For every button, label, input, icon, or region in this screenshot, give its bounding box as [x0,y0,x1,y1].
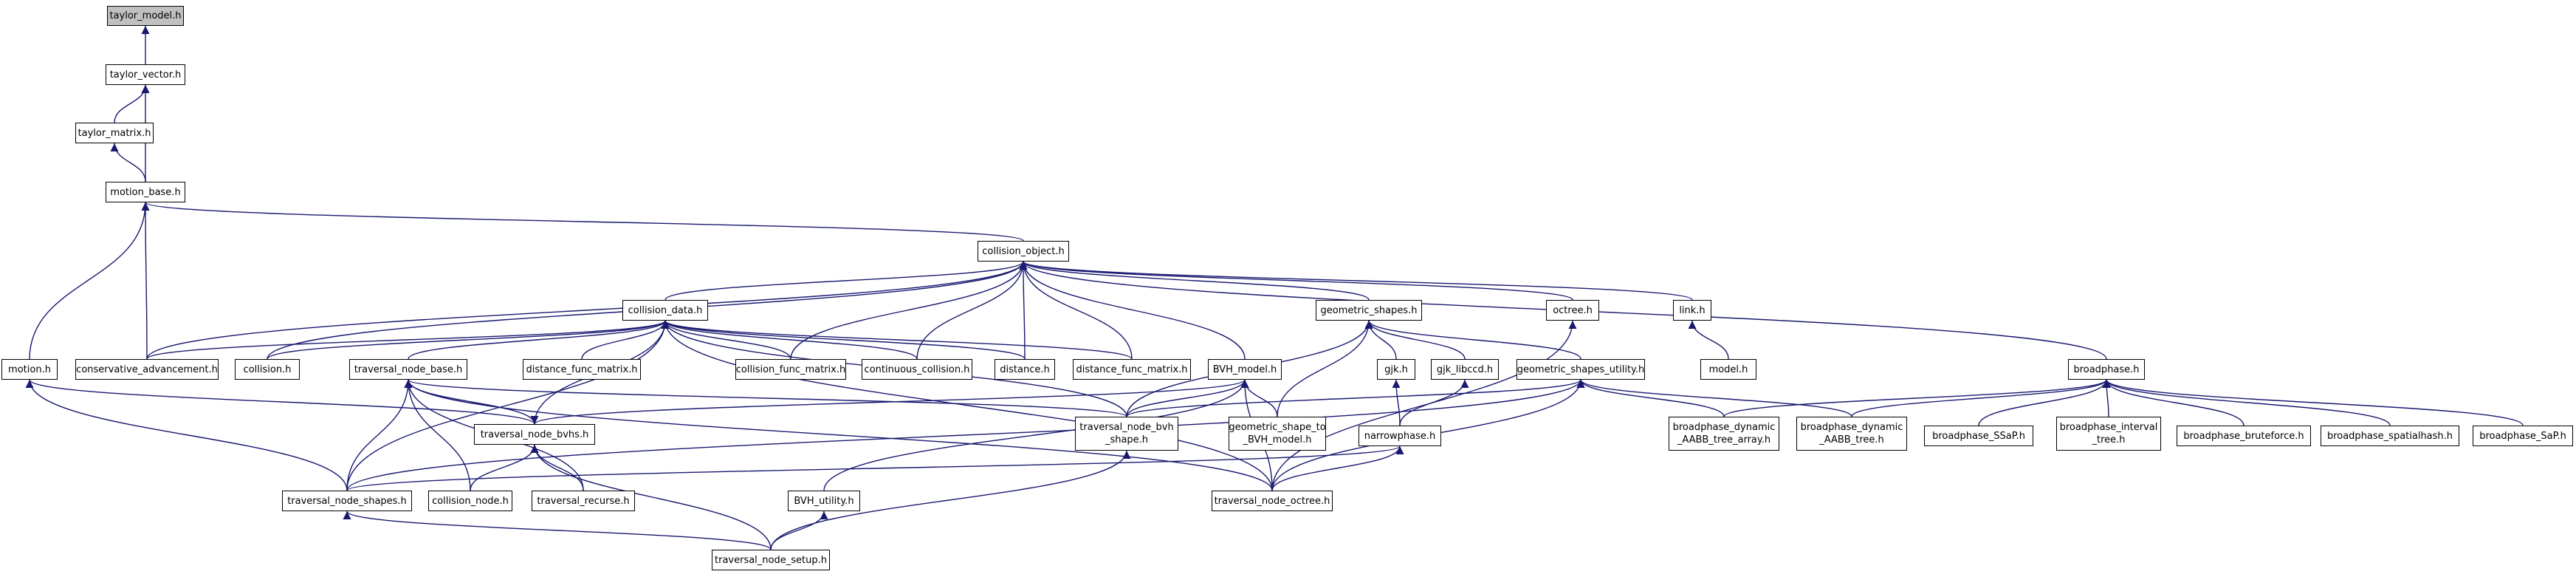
edge-traversal-node-bvh-shape-to-geometric-shapes-utility [1126,379,1585,417]
edge-traversal-node-octree-to-narrowphase [1271,445,1404,491]
edge-motion-base-to-taylor-matrix [110,143,146,182]
edge-collision-data-to-collision-object [664,261,1028,301]
node-geometric-shapes[interactable]: geometric_shapes.h [1316,300,1422,321]
node-traversal-node-bvh-shape[interactable]: traversal_node_bvh_shape.h [1075,417,1178,451]
edge-conservative-advancement-to-motion-base [141,202,150,360]
node-gjk-libccd[interactable]: gjk_libccd.h [1431,359,1499,380]
node-collision-node[interactable]: collision_node.h [428,491,512,511]
edge-geometric-shapes-to-collision-object [1019,261,1370,301]
edge-octree-to-collision-object [1019,261,1573,301]
edge-traversal-node-shapes-to-traversal-node-base [346,379,413,491]
edge-conservative-advancement-to-collision-object [146,261,1028,360]
edge-traversal-node-shapes-to-collision-data [346,320,670,491]
edge-traversal-node-setup-to-bvh-utility [770,511,828,550]
node-motion-base[interactable]: motion_base.h [106,182,185,202]
node-collision-data[interactable]: collision_data.h [622,300,708,321]
node-traversal-node-octree[interactable]: traversal_node_octree.h [1212,491,1333,511]
node-octree[interactable]: octree.h [1546,300,1599,321]
edge-model-to-link [1688,320,1729,360]
edge-conservative-advancement-to-collision-data [146,320,670,360]
edge-traversal-node-octree-to-traversal-node-base [404,379,1273,491]
node-traversal-node-shapes[interactable]: traversal_node_shapes.h [282,491,412,511]
edge-broadphase-dynamic-aabb-tree-array-to-broadphase [1723,379,2111,417]
edge-traversal-node-bvh-shape-to-traversal-node-base [404,379,1127,417]
node-broadphase-ssap[interactable]: broadphase_SSaP.h [1924,426,2033,446]
edge-broadphase-interval-tree-to-broadphase [2102,379,2111,417]
node-continuous-collision[interactable]: continuous_collision.h [862,359,972,380]
node-traversal-node-setup[interactable]: traversal_node_setup.h [712,550,830,570]
edge-traversal-node-shapes-to-motion [25,379,348,491]
edge-geometric-shapes-utility-to-geometric-shapes [1364,320,1581,360]
node-broadphase-interval-tree[interactable]: broadphase_interval_tree.h [2056,417,2161,451]
edge-collision-object-to-motion-base [142,202,1024,242]
edge-traversal-node-bvhs-to-bvh-model [534,379,1249,425]
edge-traversal-node-octree-to-octree [1271,320,1577,491]
edge-collision-func-matrix-to-collision-object [790,261,1028,360]
edge-continuous-collision-to-collision-data [661,320,918,360]
edge-traversal-node-setup-to-traversal-node-bvh-shape [770,450,1131,550]
edge-collision-node-to-traversal-node-base [404,379,471,491]
edge-continuous-collision-to-collision-object [916,261,1028,360]
edge-traversal-node-setup-to-traversal-node-bvhs [530,444,772,550]
node-distance-func-matrix-left[interactable]: distance_func_matrix.h [523,359,641,380]
node-taylor-model[interactable]: taylor_model.h [107,6,184,26]
node-distance-func-matrix-right[interactable]: distance_func_matrix.h [1073,359,1191,380]
node-model[interactable]: model.h [1700,359,1756,380]
node-broadphase-bruteforce[interactable]: broadphase_bruteforce.h [2177,426,2311,446]
edge-distance-func-matrix-right-to-collision-data [661,320,1133,360]
node-broadphase-dynamic-aabb-tree[interactable]: broadphase_dynamic_AABB_tree.h [1796,417,1907,451]
node-bvh-model[interactable]: BVH_model.h [1208,359,1282,380]
node-taylor-matrix[interactable]: taylor_matrix.h [75,123,154,143]
edge-broadphase-bruteforce-to-broadphase [2102,379,2244,426]
edge-traversal-node-shapes-to-geometric-shapes-utility [346,379,1585,491]
edge-collision-func-matrix-to-collision-data [661,320,791,360]
node-traversal-node-bvhs[interactable]: traversal_node_bvhs.h [474,424,595,445]
edge-motion-to-traversal-node-bvhs [29,379,539,425]
edge-broadphase-dynamic-aabb-tree-to-broadphase [1851,379,2111,417]
node-collision-object[interactable]: collision_object.h [978,241,1069,262]
edge-geometric-shape-to-bvh-model-to-geometric-shapes [1277,320,1373,417]
edge-narrowphase-to-gjk-libccd [1399,379,1469,426]
node-conservative-advancement[interactable]: conservative_advancement.h [75,359,219,380]
node-distance[interactable]: distance.h [995,359,1055,380]
node-broadphase-spatialhash[interactable]: broadphase_spatialhash.h [2321,426,2459,446]
edge-traversal-node-bvh-shape-to-bvh-model [1126,379,1249,417]
edge-distance-to-collision-data [661,320,1026,360]
edge-bvh-utility-to-bvh-model [823,379,1249,491]
node-collision-func-matrix[interactable]: collision_func_matrix.h [735,359,846,380]
edge-taylor-matrix-to-taylor-vector [114,84,150,123]
edge-link-to-collision-object [1019,261,1693,301]
edge-broadphase-dynamic-aabb-tree-to-geometric-shapes-utility [1576,379,1852,417]
node-broadphase[interactable]: broadphase.h [2068,359,2145,380]
node-link[interactable]: link.h [1673,300,1711,321]
edge-broadphase-spatialhash-to-broadphase [2102,379,2391,426]
edge-motion-to-motion-base [29,202,150,360]
edge-bvh-model-to-collision-object [1019,261,1246,360]
edge-distance-to-collision-object [1019,261,1028,360]
node-broadphase-sap[interactable]: broadphase_SaP.h [2473,426,2573,446]
node-traversal-node-base[interactable]: traversal_node_base.h [349,359,467,380]
edge-broadphase-dynamic-aabb-tree-array-to-geometric-shapes-utility [1576,379,1725,417]
node-broadphase-dynamic-aabb-tree-array[interactable]: broadphase_dynamic_AABB_tree_array.h [1669,417,1779,451]
node-collision[interactable]: collision.h [235,359,300,380]
node-taylor-vector[interactable]: taylor_vector.h [106,64,185,85]
edge-traversal-node-base-to-collision-data [408,320,670,360]
edge-distance-func-matrix-right-to-collision-object [1019,261,1133,360]
edge-narrowphase-to-gjk [1392,379,1401,426]
edge-broadphase-sap-to-broadphase [2102,379,2524,426]
edge-traversal-node-setup-to-traversal-node-shapes [343,511,772,550]
node-geometric-shapes-utility[interactable]: geometric_shapes_utility.h [1517,359,1645,380]
edge-traversal-node-octree-to-collision-data [661,320,1273,491]
edge-collision-to-collision-data [267,320,670,360]
node-narrowphase[interactable]: narrowphase.h [1359,426,1441,446]
node-bvh-utility[interactable]: BVH_utility.h [788,491,860,511]
node-motion[interactable]: motion.h [1,359,58,380]
edge-broadphase-ssap-to-broadphase [1978,379,2111,426]
node-gjk[interactable]: gjk.h [1377,359,1415,380]
edge-collision-node-to-traversal-node-bvhs [470,444,539,491]
edge-traversal-node-shapes-to-narrowphase [346,445,1404,491]
node-traversal-recurse[interactable]: traversal_recurse.h [532,491,635,511]
edge-geometric-shape-to-bvh-model-to-bvh-model [1240,379,1278,417]
node-geometric-shape-to-bvh-model[interactable]: geometric_shape_to_BVH_model.h [1229,417,1326,451]
